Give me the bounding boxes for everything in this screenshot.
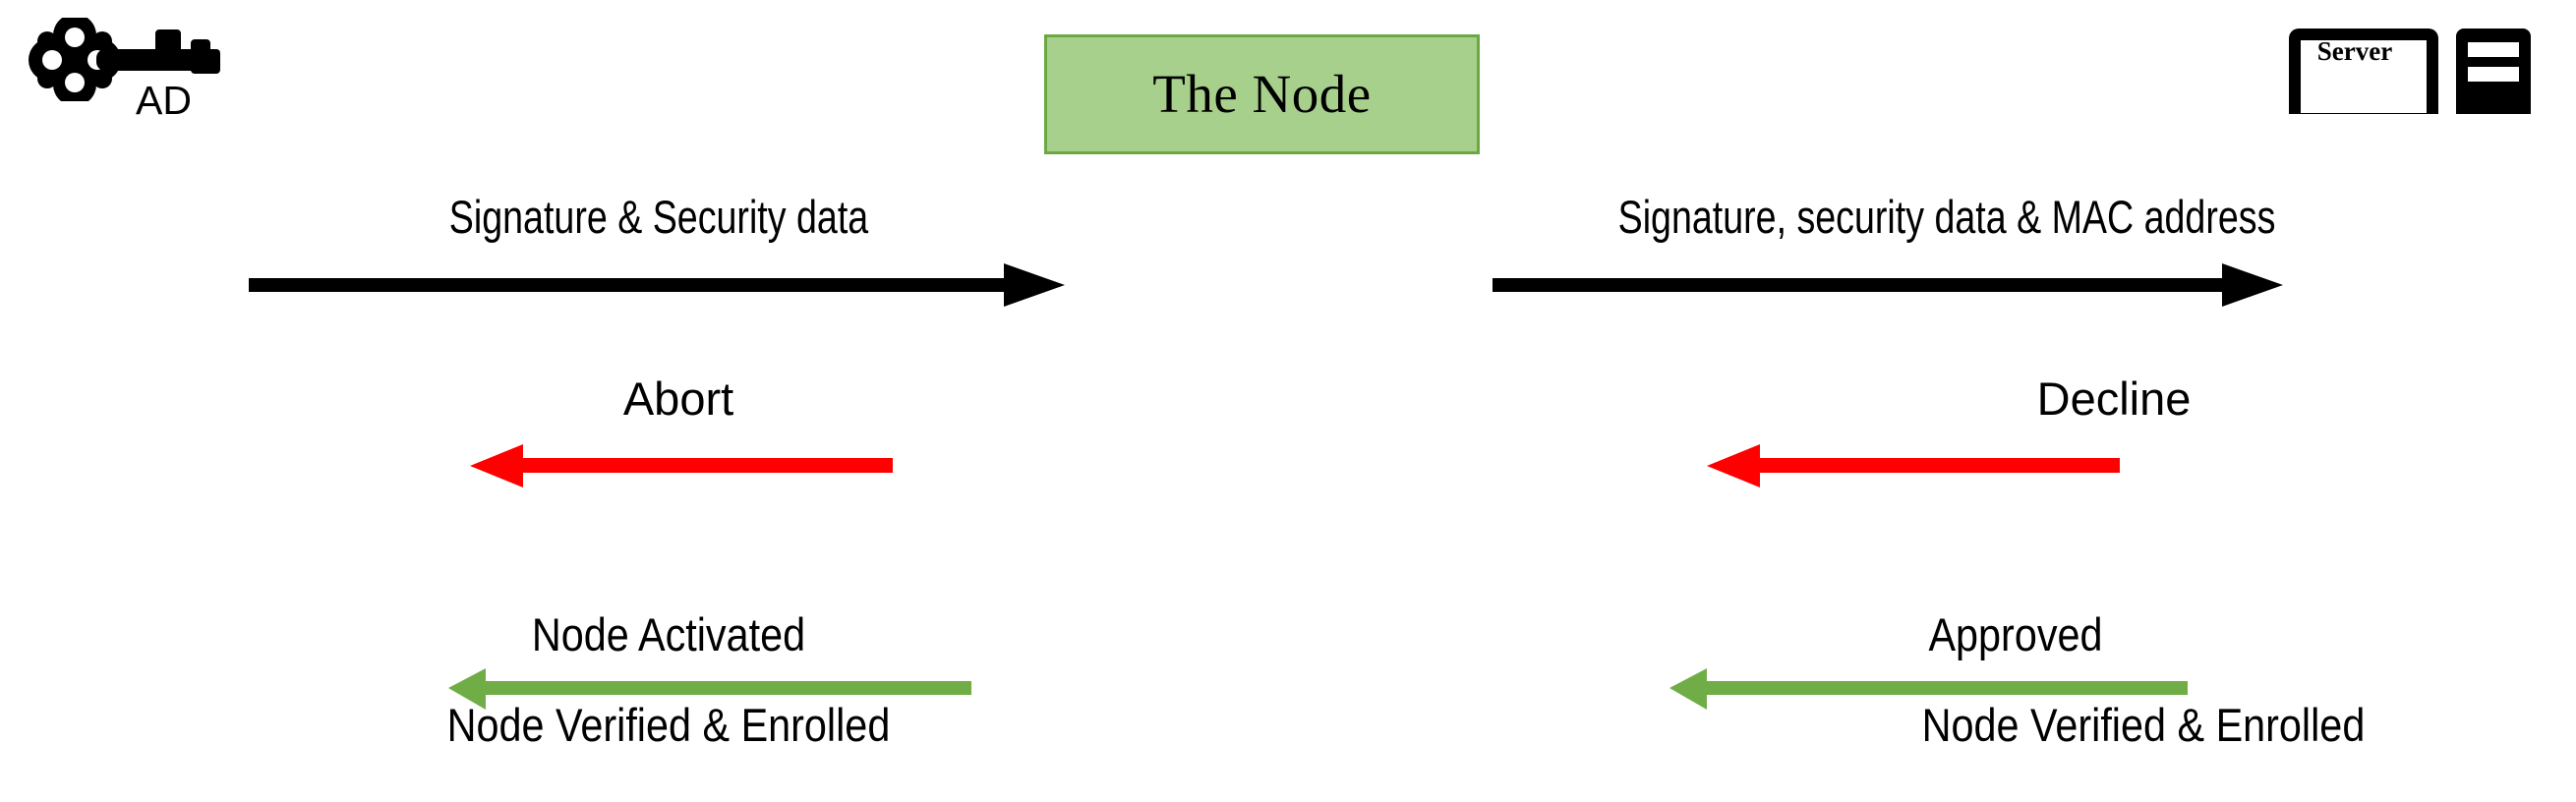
message-label-ad-to-node-request: Signature & Security data — [448, 191, 869, 243]
message-label-node-to-server-request: Signature, security data & MAC address — [1617, 191, 2276, 243]
server-screen-label: Server — [2316, 36, 2393, 66]
actor-ad: AD — [10, 10, 305, 123]
message-label-node-to-ad-activated: Node Activated — [531, 608, 806, 660]
node-box[interactable]: The Node — [1044, 34, 1480, 154]
message-label-server-to-node-decline: Decline — [2036, 372, 2192, 425]
arrow-ad-to-node-request — [249, 263, 1065, 307]
actor-ad-label: AD — [136, 78, 192, 123]
arrow-server-to-node-decline — [1707, 444, 2120, 487]
arrow-server-to-node-approved — [1669, 668, 2188, 710]
arrow-node-to-ad-abort — [470, 444, 893, 487]
key-icon — [29, 18, 220, 101]
message-sublabel-node-to-ad-activated: Node Verified & Enrolled — [446, 699, 891, 751]
message-label-node-to-ad-abort: Abort — [622, 372, 734, 425]
message-label-server-to-node-approved: Approved — [1928, 608, 2103, 660]
arrow-node-to-ad-activated — [448, 668, 971, 710]
message-sublabel-server-to-node-approved: Node Verified & Enrolled — [1921, 699, 2366, 751]
node-box-label: The Node — [1152, 64, 1372, 124]
arrow-node-to-server-request — [1493, 263, 2283, 307]
server-computer-icon — [2289, 29, 2531, 114]
actor-server: Server — [2271, 10, 2566, 118]
